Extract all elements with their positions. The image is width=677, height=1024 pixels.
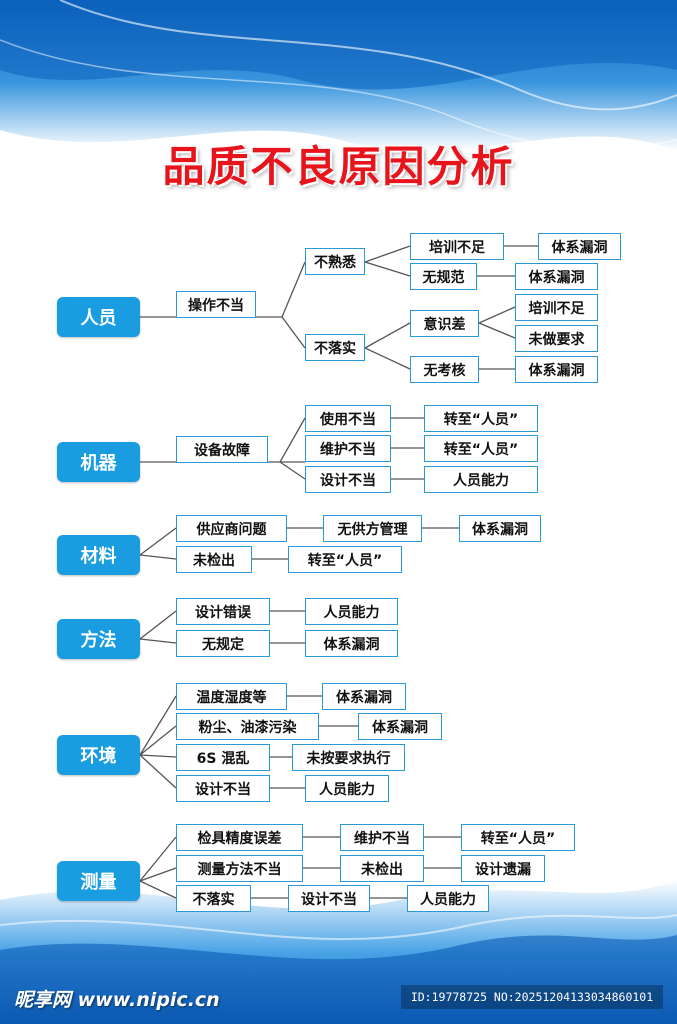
- node-unfamiliar: 不熟悉: [305, 248, 365, 275]
- node-not-implemented: 不落实: [305, 334, 365, 361]
- node-temperature-humidity: 温度湿度等: [176, 683, 287, 710]
- category-huanjing: 环境: [57, 735, 140, 775]
- node-system-loophole: 体系漏洞: [459, 515, 541, 542]
- node-improper-design: 设计不当: [288, 885, 370, 912]
- node-transfer-to-personnel: 转至“人员”: [424, 405, 538, 432]
- node-gauge-accuracy-error: 检具精度误差: [176, 824, 303, 851]
- node-design-error: 设计错误: [176, 598, 270, 625]
- node-equipment-failure: 设备故障: [176, 436, 268, 463]
- node-not-required: 未做要求: [515, 325, 598, 352]
- category-renyuan: 人员: [57, 297, 140, 337]
- node-improper-design: 设计不当: [176, 775, 270, 802]
- node-system-loophole: 体系漏洞: [515, 356, 598, 383]
- node-improper-maintenance: 维护不当: [340, 824, 424, 851]
- node-system-loophole: 体系漏洞: [358, 713, 442, 740]
- node-design-omission: 设计遗漏: [461, 855, 545, 882]
- category-fangfa: 方法: [57, 619, 140, 659]
- node-system-loophole: 体系漏洞: [305, 630, 398, 657]
- node-transfer-to-personnel: 转至“人员”: [461, 824, 575, 851]
- node-improper-measurement-method: 测量方法不当: [176, 855, 303, 882]
- node-personnel-ability: 人员能力: [305, 598, 398, 625]
- node-not-detected: 未检出: [176, 546, 252, 573]
- node-system-loophole: 体系漏洞: [322, 683, 406, 710]
- page-title: 品质不良原因分析: [162, 142, 515, 191]
- category-celiang: 测量: [57, 861, 140, 901]
- node-personnel-ability: 人员能力: [305, 775, 389, 802]
- node-6s-chaos: 6S 混乱: [176, 744, 270, 771]
- node-no-assessment: 无考核: [410, 356, 479, 383]
- node-personnel-ability: 人员能力: [424, 466, 538, 493]
- node-personnel-ability: 人员能力: [407, 885, 489, 912]
- node-operation-improper: 操作不当: [176, 291, 256, 318]
- node-supplier-issue: 供应商问题: [176, 515, 287, 542]
- node-no-standard: 无规范: [410, 263, 477, 290]
- node-not-detected: 未检出: [340, 855, 424, 882]
- category-jiqi: 机器: [57, 442, 140, 482]
- category-cailiao: 材料: [57, 535, 140, 575]
- node-training-insufficient: 培训不足: [515, 294, 598, 321]
- node-dust-paint-pollution: 粉尘、油漆污染: [176, 713, 319, 740]
- node-training-insufficient: 培训不足: [410, 233, 504, 260]
- node-transfer-to-personnel: 转至“人员”: [288, 546, 402, 573]
- node-system-loophole: 体系漏洞: [515, 263, 598, 290]
- node-improper-maintenance: 维护不当: [305, 435, 391, 462]
- node-improper-use: 使用不当: [305, 405, 391, 432]
- node-transfer-to-personnel: 转至“人员”: [424, 435, 538, 462]
- node-no-regulation: 无规定: [176, 630, 270, 657]
- node-no-supplier-management: 无供方管理: [323, 515, 422, 542]
- watermark-site: 昵享网 www.nipic.cn: [14, 989, 220, 1011]
- node-system-loophole: 体系漏洞: [538, 233, 621, 260]
- node-improper-design: 设计不当: [305, 466, 391, 493]
- node-poor-awareness: 意识差: [410, 310, 479, 337]
- node-not-implemented: 不落实: [176, 885, 251, 912]
- watermark-id: ID:19778725 NO:20251204133034860101: [401, 985, 663, 1009]
- node-not-executed-as-required: 未按要求执行: [292, 744, 405, 771]
